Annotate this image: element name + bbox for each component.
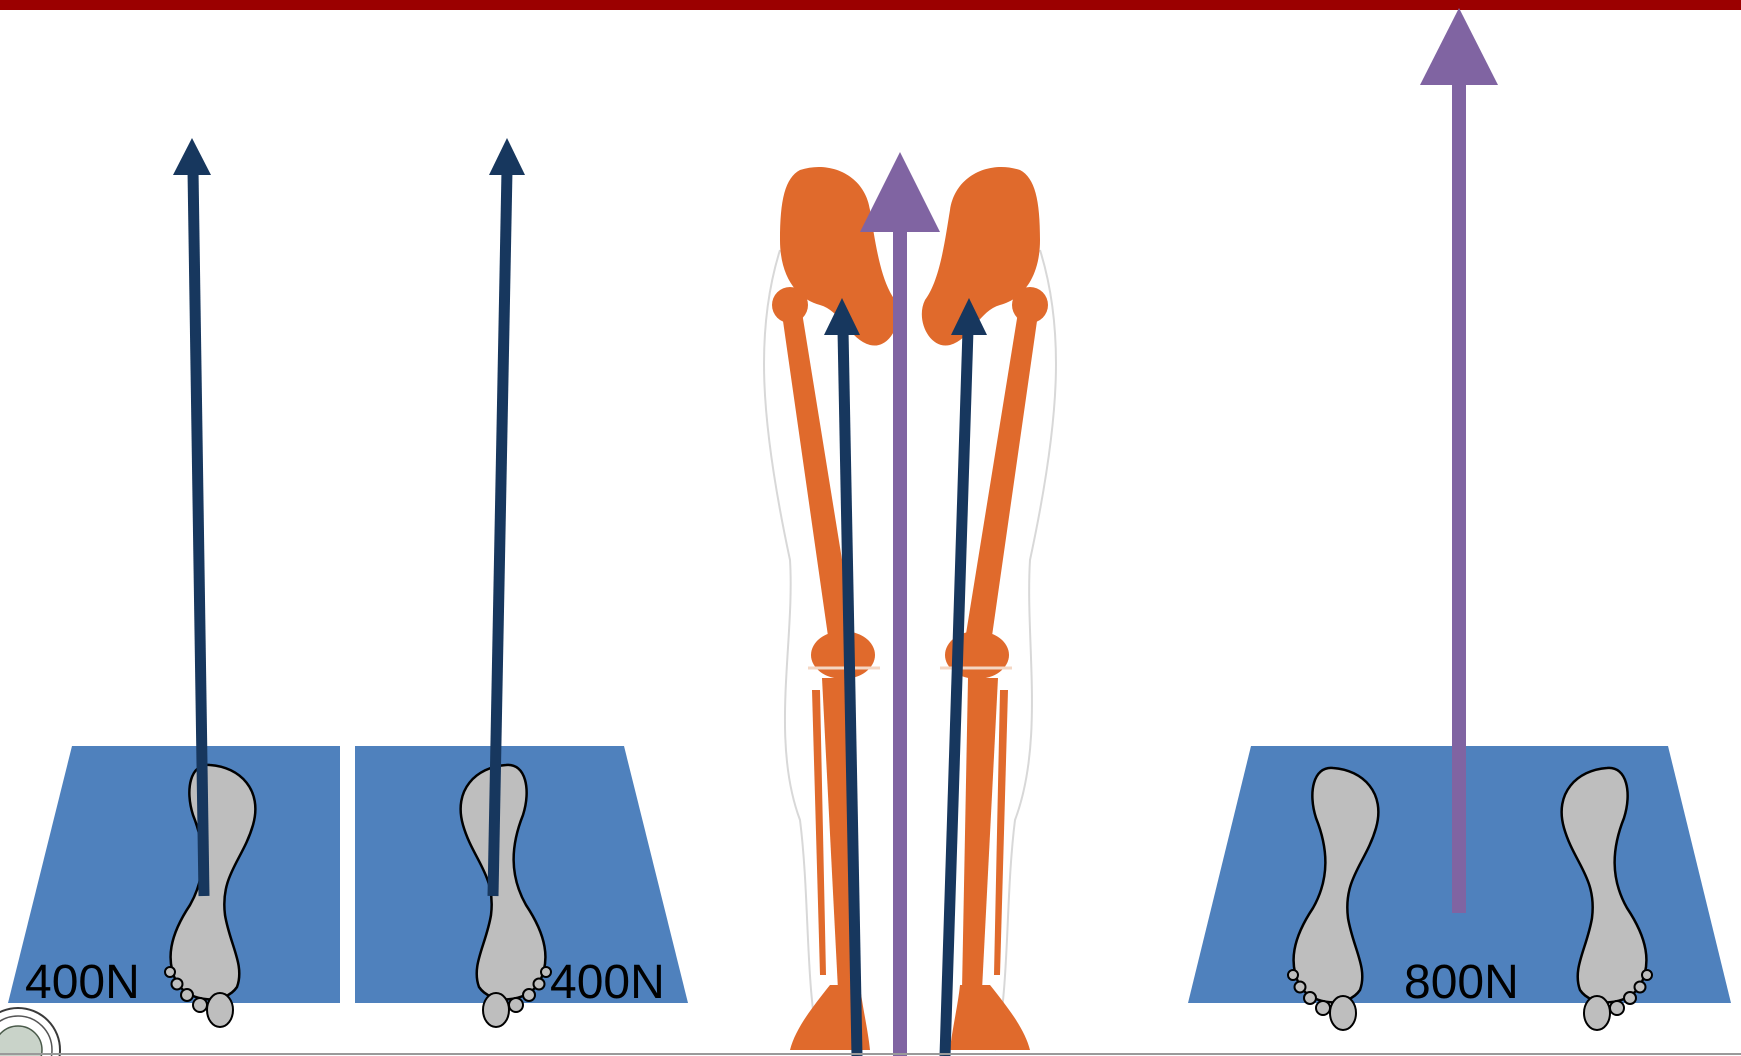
force-value-label: 400N (25, 956, 140, 1009)
force-value-label: 400N (550, 956, 665, 1009)
institution-seal-icon (0, 1008, 60, 1056)
right-force-plate: 400N (355, 746, 688, 1027)
skeleton-legs-illustration (764, 167, 1056, 1050)
force-value-label: 800N (1404, 956, 1519, 1009)
left-force-plate: 400N (8, 746, 340, 1027)
top-bar (0, 0, 1741, 10)
